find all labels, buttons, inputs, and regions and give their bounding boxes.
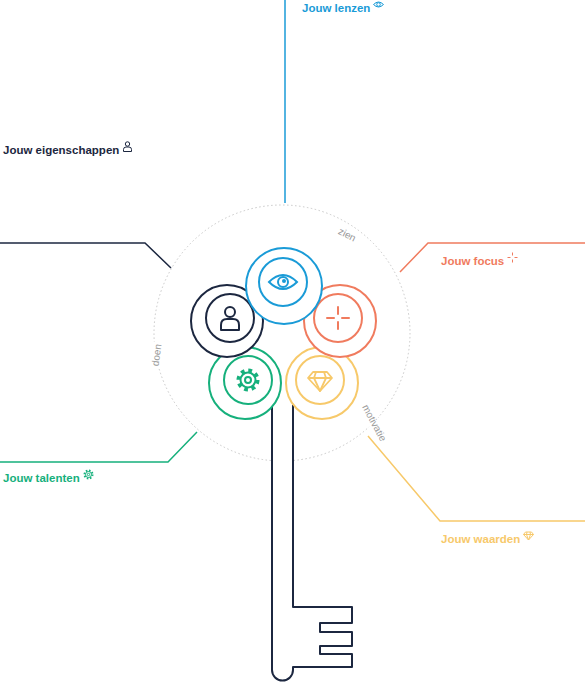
label-text: Jouw talenten — [3, 472, 80, 486]
person-icon — [122, 141, 133, 152]
blue-ring — [246, 248, 322, 324]
gear-icon — [239, 371, 258, 390]
label-text: Jouw lenzen — [302, 2, 370, 16]
key-shaft — [272, 405, 352, 681]
label-text: Jouw focus — [441, 255, 504, 269]
arc-label: doen — [149, 341, 165, 369]
label-text: zien — [336, 225, 358, 244]
person-icon — [221, 307, 239, 330]
eye-icon — [269, 275, 297, 289]
gear-icon — [83, 469, 94, 480]
leader-line — [400, 243, 585, 272]
cross-icon — [507, 252, 518, 263]
callout-label: Jouw lenzen — [302, 2, 384, 16]
diamond-icon — [308, 372, 332, 391]
label-text: Jouw waarden — [441, 533, 520, 547]
callout-label: Jouw waarden — [441, 533, 534, 547]
arc-label: motivatie — [358, 401, 389, 445]
label-text: motivatie — [359, 403, 388, 444]
callout-label: Jouw focus — [441, 255, 518, 269]
label-text: doen — [150, 343, 165, 367]
leader-line — [0, 243, 171, 268]
leader-line — [368, 436, 585, 521]
leader-line — [0, 432, 197, 462]
leader-line — [284, 0, 286, 203]
arc-label: zien — [334, 225, 359, 246]
green-ring — [209, 347, 281, 419]
diamond-icon — [523, 530, 534, 541]
label-text: Jouw eigenschappen — [3, 144, 119, 158]
yellow-ring — [286, 347, 358, 419]
callout-label: Jouw eigenschappen — [3, 144, 133, 158]
crosshair-icon — [327, 307, 349, 329]
eye-icon — [373, 0, 384, 10]
callout-label: Jouw talenten — [3, 472, 94, 486]
